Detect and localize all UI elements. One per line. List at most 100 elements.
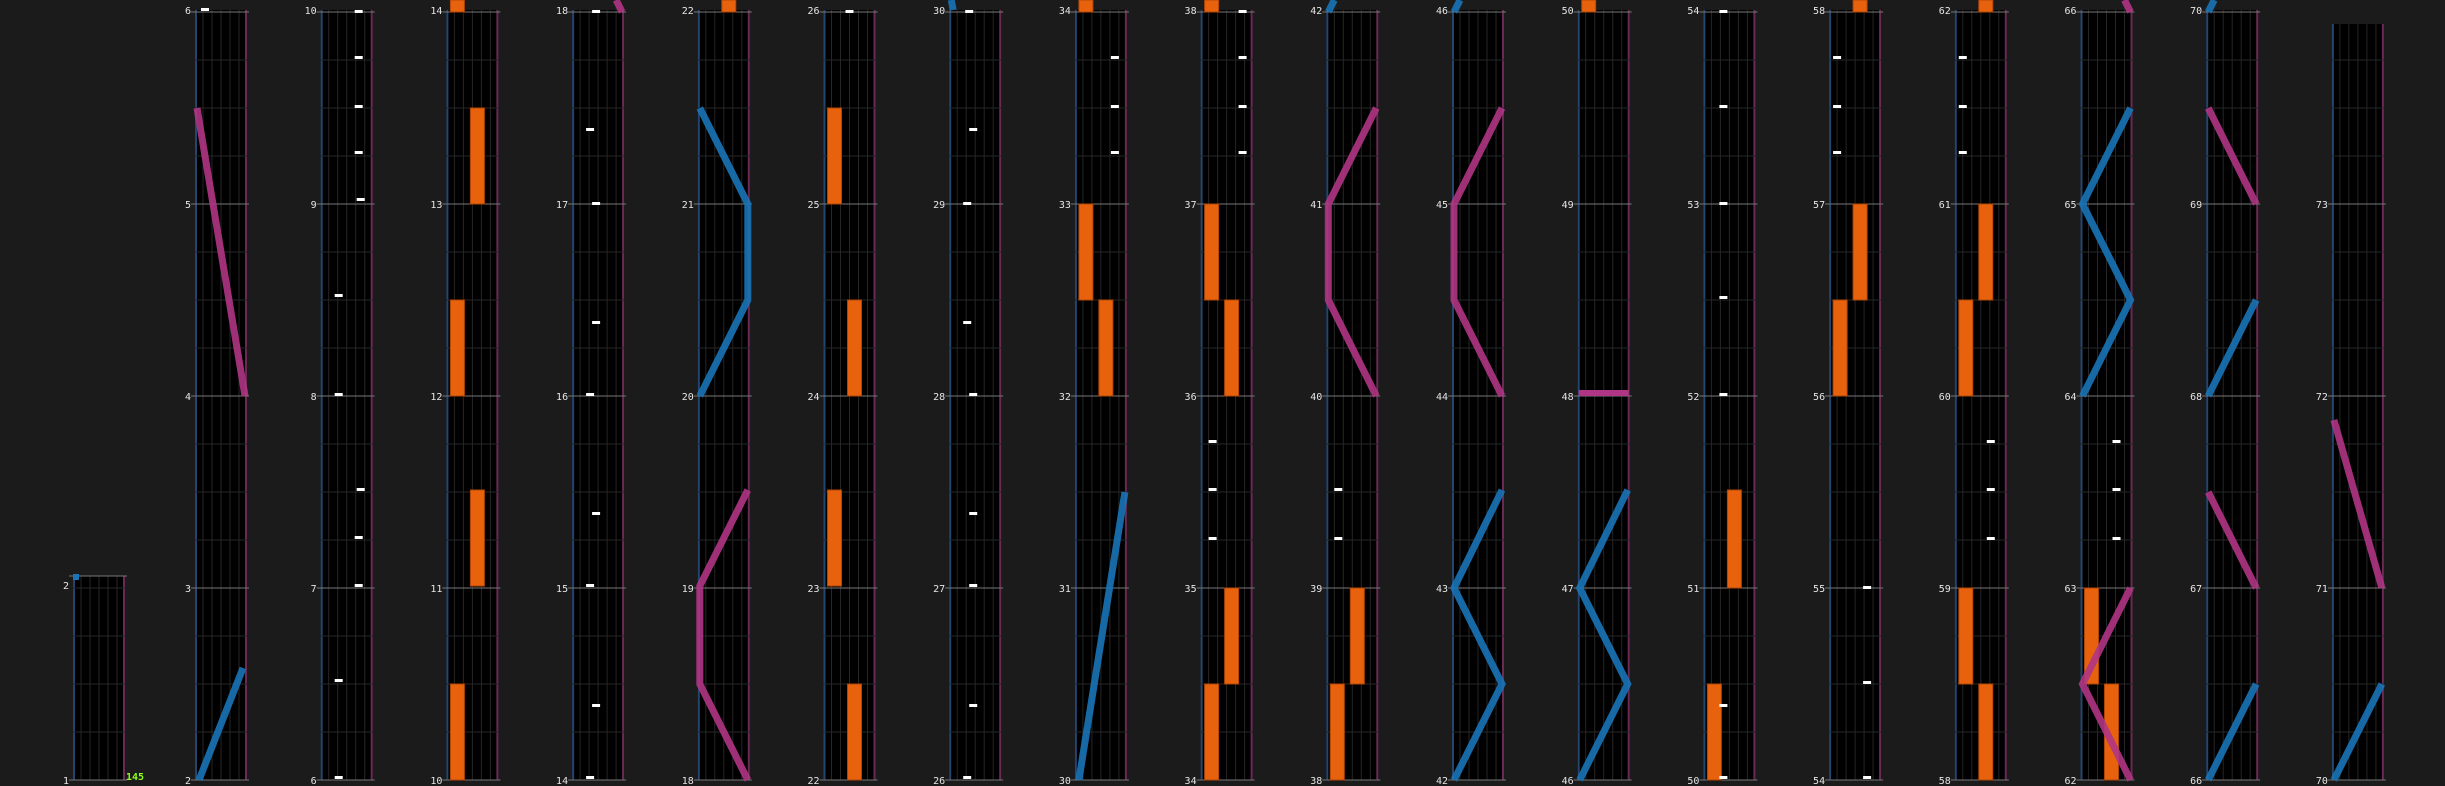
tap-note <box>354 151 363 154</box>
hold-note <box>1581 0 1597 13</box>
measure-number: 60 <box>1939 392 1951 403</box>
hold-note <box>1329 683 1345 781</box>
measure-number: 57 <box>1813 200 1825 211</box>
tap-note <box>354 10 363 13</box>
hold-note <box>827 107 842 205</box>
tap-note <box>1986 488 1995 491</box>
tap-note <box>592 10 601 13</box>
laser-segment <box>2205 682 2260 782</box>
laser-segment <box>1325 0 1338 14</box>
measure-number: 18 <box>556 6 568 17</box>
tap-note <box>1958 56 1967 59</box>
measure-number: 6 <box>185 6 191 17</box>
bpm-label: 145 <box>126 772 144 783</box>
hold-note <box>1078 0 1094 13</box>
tap-note <box>356 198 365 201</box>
laser-segment <box>1450 488 1506 782</box>
tap-note <box>586 776 595 779</box>
measure-number: 45 <box>1436 200 1448 211</box>
laser-segment <box>1450 0 1464 14</box>
measure-number: 24 <box>807 392 819 403</box>
tap-note <box>2112 488 2121 491</box>
hold-note <box>1349 587 1365 685</box>
measure-number: 9 <box>311 200 317 211</box>
measure-number: 36 <box>1185 392 1197 403</box>
tap-note <box>1334 488 1343 491</box>
measure-number: 5 <box>185 200 191 211</box>
tap-note <box>1238 10 1247 13</box>
hold-note <box>1852 203 1868 301</box>
hold-note <box>1204 203 1220 301</box>
laser-segment <box>696 106 752 398</box>
measure-number: 30 <box>933 6 945 17</box>
tap-note <box>1334 537 1343 540</box>
measure-number: 58 <box>1939 776 1951 786</box>
hold-note <box>1832 299 1848 397</box>
tap-note <box>1110 56 1119 59</box>
tap-note <box>1719 105 1728 108</box>
measure-number: 46 <box>1436 6 1448 17</box>
measure-number: 14 <box>430 6 442 17</box>
tap-note <box>1863 681 1872 684</box>
hold-note <box>1224 299 1240 397</box>
tap-note <box>1719 776 1728 779</box>
measure-number: 25 <box>807 200 819 211</box>
tap-note <box>1833 56 1842 59</box>
tap-note <box>201 8 209 11</box>
tap-note <box>592 321 601 324</box>
measure-number: 34 <box>1185 776 1197 786</box>
measure-number: 73 <box>2316 200 2328 211</box>
measure-number: 37 <box>1185 200 1197 211</box>
tap-note <box>969 704 978 707</box>
hold-note <box>1726 489 1742 589</box>
hold-note <box>827 489 842 587</box>
laser-segment <box>2205 106 2260 206</box>
measure-number: 12 <box>430 392 442 403</box>
measure-number: 54 <box>1687 6 1699 17</box>
measure-number: 46 <box>1562 776 1574 786</box>
measure-number: 22 <box>682 6 694 17</box>
tap-note <box>354 105 363 108</box>
measure-number: 33 <box>1059 200 1071 211</box>
laser-slam <box>1578 390 1629 396</box>
measure-number: 51 <box>1687 584 1699 595</box>
measure-number: 70 <box>2190 6 2202 17</box>
tap-note <box>334 294 343 297</box>
measure-number: 61 <box>1939 200 1951 211</box>
measure-number: 29 <box>933 200 945 211</box>
tap-note <box>1719 704 1728 707</box>
hold-note <box>847 683 862 781</box>
hold-note <box>1098 299 1114 397</box>
hold-note <box>1078 203 1094 301</box>
measure-number: 42 <box>1310 6 1322 17</box>
tap-note <box>1719 296 1728 299</box>
measure-number: 22 <box>807 776 819 786</box>
tap-note <box>1110 151 1119 154</box>
measure-number: 34 <box>1059 6 1071 17</box>
hold-note <box>1204 683 1220 781</box>
tap-note <box>963 776 972 779</box>
measure-number: 27 <box>933 584 945 595</box>
measure-number: 11 <box>430 584 442 595</box>
measure-number: 23 <box>807 584 819 595</box>
measure-number: 4 <box>185 392 191 403</box>
measure-number: 39 <box>1310 584 1322 595</box>
tap-note <box>1833 151 1842 154</box>
laser-segment <box>1575 488 1632 782</box>
hold-note <box>1978 203 1994 301</box>
measure-number: 48 <box>1562 392 1574 403</box>
tap-note <box>586 393 595 396</box>
hold-note <box>469 107 485 205</box>
measure-number: 66 <box>2064 6 2076 17</box>
measure-number: 49 <box>1562 200 1574 211</box>
measure-number: 40 <box>1310 392 1322 403</box>
tap-note <box>1863 586 1872 589</box>
tap-note <box>2112 440 2121 443</box>
tap-note <box>2112 537 2121 540</box>
measure-number: 52 <box>1687 392 1699 403</box>
measure-number: 47 <box>1562 584 1574 595</box>
measure-number: 38 <box>1185 6 1197 17</box>
measure-number: 43 <box>1436 584 1448 595</box>
measure-number: 69 <box>2190 200 2202 211</box>
